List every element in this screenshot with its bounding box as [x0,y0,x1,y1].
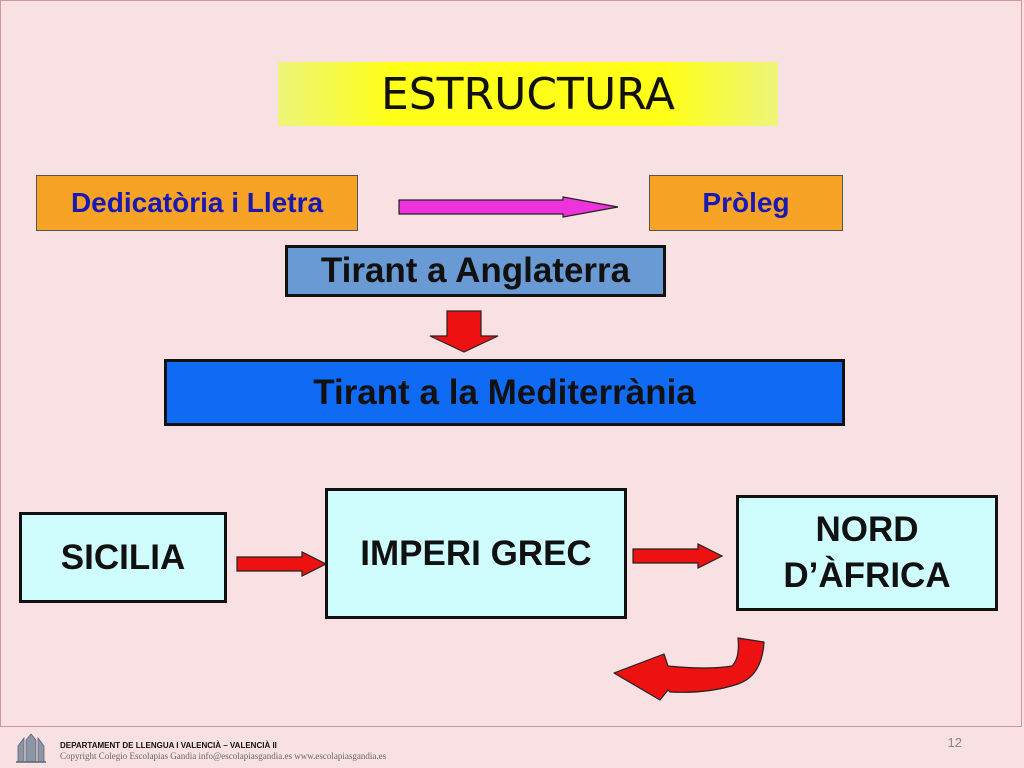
arrow-dedicatoria-to-proleg [398,196,619,218]
page-number: 12 [947,735,962,750]
node-nord-africa-line2: D’ÀFRICA [783,556,951,595]
footer-copyright: Copyright Colegio Escolapias Gandia info… [60,751,387,761]
arrow-sicilia-to-imperi [236,551,328,577]
node-mediterrania: Tirant a la Mediterrània [164,359,845,426]
node-dedicatoria: Dedicatòria i Lletra [36,175,358,231]
node-proleg: Pròleg [649,175,843,231]
node-nord-africa: NORD D’ÀFRICA [736,495,998,611]
footer-department: DEPARTAMENT DE LLENGUA I VALENCIÀ – VALE… [60,741,277,750]
node-anglaterra: Tirant a Anglaterra [285,245,666,297]
node-nord-africa-line1: NORD [815,510,919,549]
arrow-imperi-to-nord [632,543,724,569]
arrow-down-icon [429,310,499,353]
slide-title: ESTRUCTURA [278,62,778,126]
school-logo-icon [16,733,46,763]
node-sicilia: SICILIA [19,512,227,603]
node-imperi-grec: IMPERI GREC [325,488,627,619]
return-arrow-icon [613,637,765,701]
